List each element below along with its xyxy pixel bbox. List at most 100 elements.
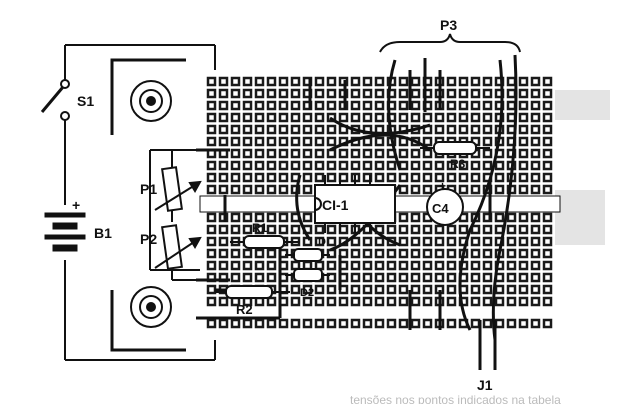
breadboard-hole (230, 318, 241, 329)
breadboard-hole (374, 260, 385, 271)
breadboard-hole (470, 318, 481, 329)
breadboard-hole (494, 160, 505, 171)
breadboard-hole (230, 88, 241, 99)
breadboard-hole (386, 260, 397, 271)
breadboard-hole (422, 260, 433, 271)
potentiometer-icon (149, 149, 220, 281)
breadboard-hole (410, 224, 421, 235)
breadboard-hole (470, 272, 481, 283)
breadboard-hole (470, 172, 481, 183)
breadboard-hole (242, 136, 253, 147)
breadboard-hole (242, 76, 253, 87)
breadboard-hole (314, 224, 325, 235)
breadboard-hole (338, 318, 349, 329)
breadboard-hole (362, 248, 373, 259)
breadboard-hole (314, 136, 325, 147)
breadboard-hole (362, 296, 373, 307)
breadboard-hole (542, 160, 553, 171)
breadboard-hole (314, 148, 325, 159)
breadboard-hole (242, 212, 253, 223)
breadboard-hole (398, 172, 409, 183)
breadboard-hole (518, 100, 529, 111)
label-p2: P2 (140, 231, 157, 247)
breadboard-hole (218, 100, 229, 111)
breadboard-hole (302, 172, 313, 183)
breadboard-hole (242, 160, 253, 171)
breadboard-hole (530, 184, 541, 195)
breadboard-hole (398, 224, 409, 235)
breadboard-hole (266, 248, 277, 259)
breadboard-hole (410, 76, 421, 87)
breadboard-hole (374, 112, 385, 123)
breadboard-hole (410, 112, 421, 123)
breadboard-hole (302, 112, 313, 123)
breadboard-hole (242, 148, 253, 159)
breadboard-hole (326, 224, 337, 235)
breadboard-hole (542, 284, 553, 295)
breadboard-hole (494, 284, 505, 295)
breadboard-hole (494, 318, 505, 329)
breadboard-hole (374, 272, 385, 283)
breadboard-hole (494, 172, 505, 183)
breadboard-hole (290, 148, 301, 159)
breadboard-hole (350, 236, 361, 247)
breadboard-hole (206, 212, 217, 223)
breadboard-hole (422, 160, 433, 171)
breadboard-hole (350, 284, 361, 295)
breadboard-hole (410, 248, 421, 259)
label-c4: C4 (432, 201, 449, 216)
label-d2: D2 (300, 287, 314, 299)
mount-outline (110, 58, 186, 352)
breadboard-hole (314, 318, 325, 329)
breadboard-hole (422, 112, 433, 123)
breadboard-hole (374, 136, 385, 147)
breadboard-hole (242, 100, 253, 111)
breadboard-hole (230, 160, 241, 171)
breadboard-hole (350, 76, 361, 87)
breadboard-hole (206, 260, 217, 271)
breadboard-hole (506, 296, 517, 307)
breadboard-hole (290, 318, 301, 329)
breadboard-hole (422, 184, 433, 195)
breadboard-hole (482, 284, 493, 295)
breadboard-hole (542, 124, 553, 135)
breadboard-hole (482, 248, 493, 259)
breadboard-hole (218, 88, 229, 99)
breadboard-hole (518, 272, 529, 283)
switch-icon (40, 79, 70, 121)
breadboard-hole (230, 184, 241, 195)
breadboard-hole (458, 100, 469, 111)
breadboard-hole (266, 224, 277, 235)
breadboard-hole (266, 296, 277, 307)
capacitor-icon (426, 188, 464, 226)
breadboard-hole (326, 100, 337, 111)
label-s1: S1 (77, 93, 94, 109)
breadboard-hole (254, 248, 265, 259)
breadboard-hole (218, 318, 229, 329)
breadboard-hole (290, 224, 301, 235)
breadboard-hole (482, 88, 493, 99)
breadboard-hole (398, 148, 409, 159)
breadboard-hole (530, 212, 541, 223)
breadboard-hole (542, 76, 553, 87)
breadboard-hole (386, 296, 397, 307)
pot-knob-bottom (130, 286, 172, 328)
breadboard-hole (470, 76, 481, 87)
breadboard-hole (530, 100, 541, 111)
board-wires (196, 54, 518, 370)
breadboard-hole (362, 260, 373, 271)
breadboard-hole (278, 76, 289, 87)
breadboard-hole (518, 184, 529, 195)
breadboard-hole (314, 296, 325, 307)
label-r2: R2 (236, 302, 253, 317)
breadboard-hole (290, 260, 301, 271)
breadboard-hole (326, 236, 337, 247)
breadboard-hole (218, 236, 229, 247)
breadboard-hole (542, 224, 553, 235)
breadboard-hole (482, 296, 493, 307)
breadboard-hole (254, 76, 265, 87)
breadboard-hole (266, 272, 277, 283)
breadboard-hole (254, 296, 265, 307)
breadboard-hole (206, 236, 217, 247)
breadboard-hole (470, 88, 481, 99)
